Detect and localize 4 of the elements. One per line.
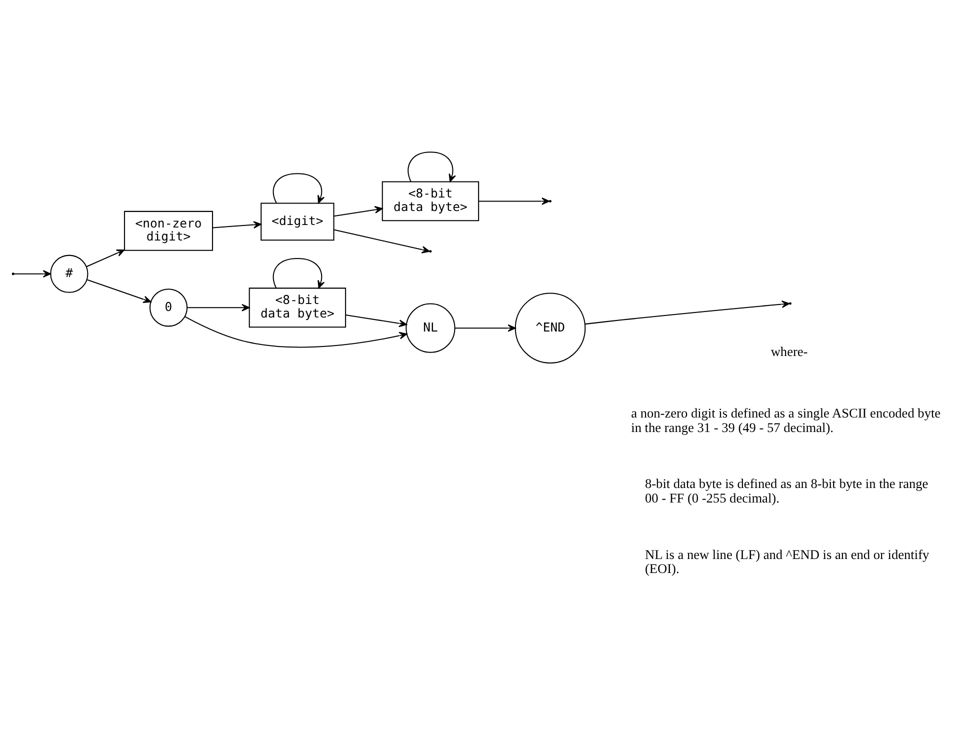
label: where- — [770, 344, 808, 359]
label: NL is a new line (LF) and ^END is an end or identify (EOI). — [644, 546, 930, 576]
label: 8-bit data byte is defined as an 8-bit byte in the range 00 - FF (0 -255 decimal). — [644, 476, 928, 505]
label: a non-zero digit is defined as a single ASCII encoded byte in the range 31 - 39 (49 - 57 decimal). — [631, 405, 941, 434]
